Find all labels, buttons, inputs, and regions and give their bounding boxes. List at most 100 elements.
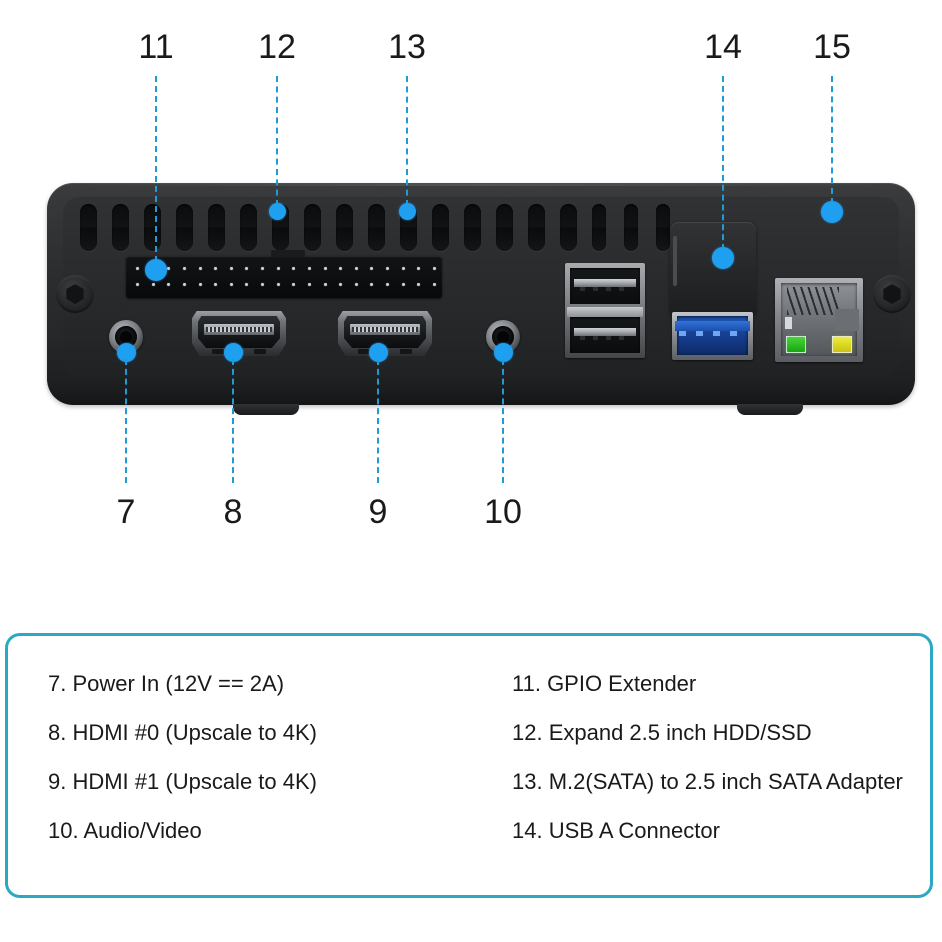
gpio-pin <box>339 267 343 270</box>
gpio-pin <box>198 267 202 270</box>
gpio-pin <box>167 267 171 270</box>
gpio-pin <box>182 283 186 286</box>
gpio-pin <box>354 283 358 286</box>
legend-column-right: 11. GPIO Extender 12. Expand 2.5 inch HD… <box>478 672 942 868</box>
vent-slot <box>560 204 577 251</box>
gpio-pin <box>276 283 280 286</box>
vent-slot <box>368 204 385 251</box>
gpio-pin <box>386 283 389 286</box>
gpio-pin <box>417 283 421 286</box>
gpio-pin <box>292 267 296 270</box>
rj45-contact-pins <box>787 287 839 315</box>
gpio-pin <box>370 267 374 270</box>
vent-slot <box>592 204 606 251</box>
hdmi-tab-left <box>212 349 224 354</box>
callout-number-11: 11 <box>138 28 174 66</box>
gpio-pin-row-bottom <box>136 283 436 287</box>
legend-column-left: 7. Power In (12V == 2A) 8. HDMI #0 (Upsc… <box>8 672 478 868</box>
hex-socket-icon <box>883 284 901 304</box>
hex-socket-icon <box>66 284 84 304</box>
gpio-pin <box>136 283 139 286</box>
rj45-cavity <box>781 283 859 356</box>
vent-slot <box>240 204 257 251</box>
gpio-pin <box>167 283 171 286</box>
power-in-jack <box>109 320 143 354</box>
gpio-pin <box>292 283 296 286</box>
vent-slot <box>432 204 449 251</box>
callout-dot-8 <box>223 342 243 362</box>
gpio-pin <box>245 283 249 286</box>
callout-number-7: 7 <box>116 493 136 531</box>
callout-dot-9 <box>368 342 388 362</box>
gpio-pin <box>323 267 327 270</box>
gpio-pin <box>386 267 389 270</box>
gpio-pin <box>323 283 327 286</box>
screw-hole-right <box>873 275 911 313</box>
screw-hole-left <box>56 275 94 313</box>
rj45-latch-slot <box>785 317 792 329</box>
callout-leader-7 <box>125 358 127 483</box>
gpio-pin <box>136 267 139 270</box>
usb2-port-bottom <box>570 317 640 353</box>
gpio-pin <box>432 267 436 270</box>
callout-leader-13 <box>406 76 408 206</box>
vent-slot <box>464 204 481 251</box>
vent-slot <box>528 204 545 251</box>
callout-dot-14 <box>712 247 734 269</box>
device-foot-right <box>737 404 803 415</box>
callout-number-14: 14 <box>704 28 742 66</box>
legend-item: 12. Expand 2.5 inch HDD/SSD <box>512 720 812 745</box>
ethernet-rj45-port <box>775 278 863 362</box>
hdmi-tab-right <box>400 349 412 354</box>
gpio-pin <box>245 267 249 270</box>
callout-dot-15 <box>821 201 843 223</box>
callout-dot-11 <box>145 259 167 281</box>
device-foot-left <box>233 404 299 415</box>
usb3-port <box>672 312 753 360</box>
legend-item: 14. USB A Connector <box>512 818 720 843</box>
gpio-pin <box>354 267 358 270</box>
callout-dot-10 <box>493 342 513 362</box>
callout-dot-13 <box>398 202 416 220</box>
usb2-stacked-ports <box>565 263 645 358</box>
callout-dot-12 <box>268 202 286 220</box>
legend-box: 7. Power In (12V == 2A) 8. HDMI #0 (Upsc… <box>5 633 933 898</box>
callout-number-8: 8 <box>223 493 243 531</box>
ethernet-link-led <box>787 337 805 352</box>
vent-slot <box>656 204 670 251</box>
callout-number-13: 13 <box>388 28 426 66</box>
gpio-pin <box>339 283 343 286</box>
callout-number-12: 12 <box>258 28 296 66</box>
usb-contact-blade <box>675 321 750 336</box>
callout-dot-7 <box>116 342 136 362</box>
usb2-divider <box>567 307 643 317</box>
legend-item: 11. GPIO Extender <box>512 671 697 696</box>
block-slit <box>673 236 677 286</box>
vent-slot <box>496 204 513 251</box>
legend-item: 7. Power In (12V == 2A) <box>48 671 285 696</box>
gpio-pin <box>151 283 155 286</box>
vent-slot <box>208 204 225 251</box>
gpio-pin-row-top <box>136 267 436 271</box>
usb-contact-blade <box>574 328 636 340</box>
hdmi-contact-tongue <box>350 324 420 335</box>
gpio-pin <box>182 267 186 270</box>
gpio-pin <box>401 267 405 270</box>
ethernet-activity-led <box>833 337 851 352</box>
gpio-pin <box>198 283 202 286</box>
rj45-keyway <box>835 309 859 331</box>
legend-item: 9. HDMI #1 (Upscale to 4K) <box>48 769 317 794</box>
callout-leader-9 <box>377 358 379 483</box>
gpio-pin <box>307 267 311 270</box>
vent-slot <box>112 204 129 251</box>
gpio-pin <box>229 283 233 286</box>
callout-leader-14 <box>722 76 724 250</box>
callout-number-9: 9 <box>368 493 388 531</box>
callout-number-10: 10 <box>484 493 522 531</box>
vent-slot <box>80 204 97 251</box>
vent-slot <box>144 204 161 251</box>
usb2-port-top <box>570 268 640 304</box>
gpio-pin <box>229 267 233 270</box>
gpio-header-port <box>126 250 442 298</box>
legend-item: 10. Audio/Video <box>48 818 202 843</box>
